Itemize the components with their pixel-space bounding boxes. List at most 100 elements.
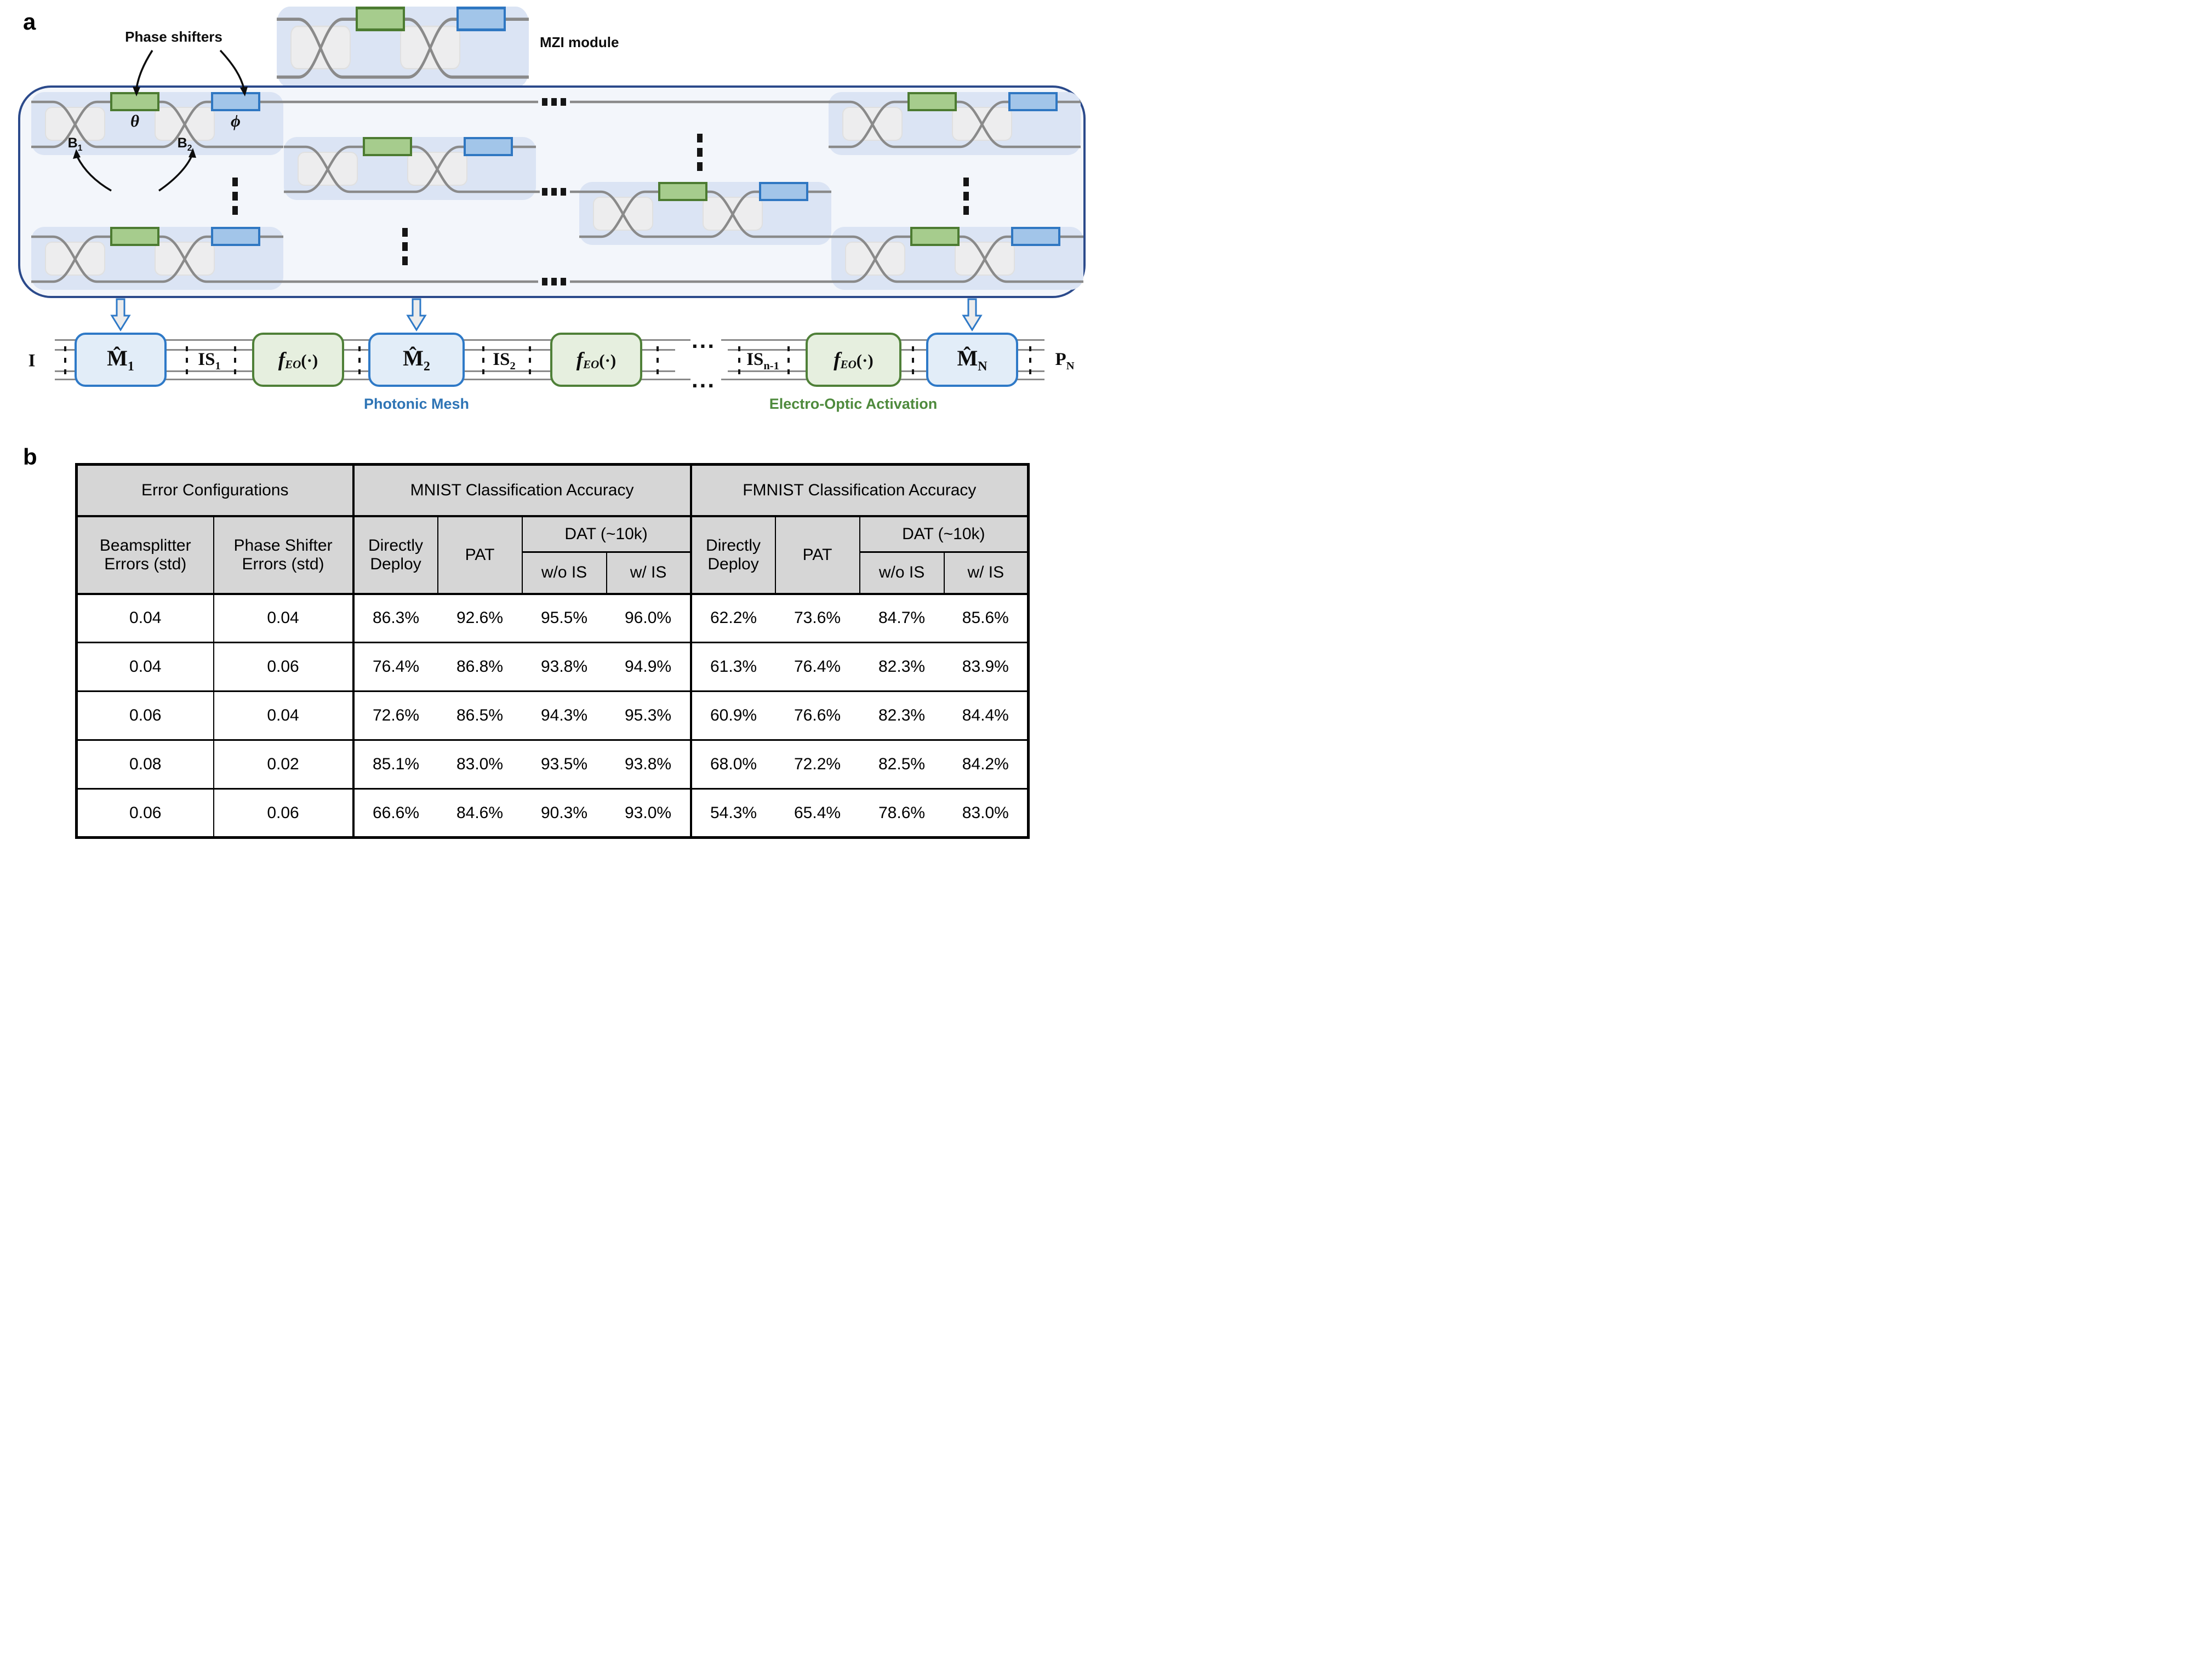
is2-label: IS2 — [493, 350, 516, 372]
flow-dashes — [186, 346, 188, 375]
table-row: 0.06 0.04 72.6% 86.5% 94.3% 95.3% 60.9% … — [76, 691, 1029, 741]
table-cell: 72.2% — [775, 740, 860, 790]
table-cell: 83.9% — [944, 642, 1029, 692]
table-cell: 96.0% — [606, 593, 692, 643]
table-cell: 0.06 — [76, 691, 214, 741]
table-cell: 93.5% — [522, 740, 607, 790]
table-cell: 73.6% — [775, 593, 860, 643]
table-cell: 82.5% — [859, 740, 944, 790]
table-cell: 0.02 — [213, 740, 355, 790]
table-cell: 94.9% — [606, 642, 692, 692]
table-cell: 0.04 — [76, 642, 214, 692]
table-row: 0.04 0.04 86.3% 92.6% 95.5% 96.0% 62.2% … — [76, 593, 1029, 643]
table-cell: 84.7% — [859, 593, 944, 643]
th-w-is-mnist: w/ IS — [606, 552, 692, 595]
table-cell: 84.6% — [437, 788, 522, 838]
table-cell: 84.4% — [944, 691, 1029, 741]
table-cell: 83.0% — [944, 788, 1029, 838]
phase-shifters-label: Phase shifters — [125, 28, 222, 45]
down-arrow-icon-1 — [110, 298, 131, 332]
th-w-is-fmnist: w/ IS — [944, 552, 1029, 595]
photonic-mesh-svg — [20, 88, 1083, 296]
mzi-instance-mid-left — [284, 137, 536, 200]
th-pat-mnist: PAT — [437, 516, 523, 595]
table-cell: 54.3% — [690, 788, 775, 838]
th-mnist-accuracy: MNIST Classification Accuracy — [353, 464, 692, 517]
th-pat-fmnist: PAT — [775, 516, 860, 595]
b2-label: B2 — [177, 135, 192, 153]
th-dat-mnist: DAT (~10k) — [522, 516, 692, 553]
flow-dashes — [787, 346, 790, 375]
th-dat-fmnist: DAT (~10k) — [859, 516, 1029, 553]
flow-dashes — [657, 346, 659, 375]
table-cell: 76.6% — [775, 691, 860, 741]
table-row: 0.04 0.06 76.4% 86.8% 93.8% 94.9% 61.3% … — [76, 642, 1029, 692]
flow-wire-2a — [55, 349, 675, 351]
table-cell: 72.6% — [353, 691, 438, 741]
table-cell: 85.1% — [353, 740, 438, 790]
th-wo-is-mnist: w/o IS — [522, 552, 607, 595]
panel-b-label: b — [23, 444, 37, 470]
mesh-box-m1: M̂1 — [75, 333, 167, 387]
table-cell: 66.6% — [353, 788, 438, 838]
activation-box-n: fEO(·) — [806, 333, 901, 387]
electro-optic-activation-label: Electro-Optic Activation — [769, 396, 938, 412]
table-cell: 76.4% — [353, 642, 438, 692]
flow-wire-3a — [55, 370, 675, 372]
activation-box-1: fEO(·) — [252, 333, 344, 387]
th-beamsplitter-errors: Beamsplitter Errors (std) — [76, 516, 214, 595]
mzi-instance-top-right — [829, 92, 1081, 155]
table-cell: 68.0% — [690, 740, 775, 790]
table-cell: 0.08 — [76, 740, 214, 790]
table-cell: 0.04 — [76, 593, 214, 643]
phi-label: ϕ — [231, 111, 241, 130]
mesh-to-flow-arrows — [110, 298, 983, 332]
standalone-mzi-module — [277, 7, 529, 88]
mzi-instance-mid-right — [579, 182, 831, 245]
input-label: I — [28, 351, 36, 371]
flow-dashes — [482, 346, 484, 375]
mzi-instance-bottom-left — [31, 227, 283, 290]
table-cell: 94.3% — [522, 691, 607, 741]
table-cell: 82.3% — [859, 691, 944, 741]
mzi-module-label: MZI module — [540, 34, 619, 50]
down-arrow-icon-3 — [962, 298, 983, 332]
table-cell: 76.4% — [775, 642, 860, 692]
table-cell: 0.06 — [213, 642, 355, 692]
table-cell: 93.8% — [606, 740, 692, 790]
isn-1-label: ISn-1 — [746, 350, 779, 372]
mzi-instance-bottom-right — [831, 227, 1083, 290]
mesh-ellipsis-vertical-icon — [232, 134, 969, 265]
table-cell: 0.04 — [213, 593, 355, 643]
flow-dashes — [234, 346, 236, 375]
pn-label: PN — [1055, 350, 1075, 372]
table-cell: 78.6% — [859, 788, 944, 838]
table-cell: 86.8% — [437, 642, 522, 692]
flow-dashes — [912, 346, 914, 375]
photonic-mesh-container — [18, 85, 1086, 298]
table-cell: 92.6% — [437, 593, 522, 643]
flow-dashes — [1029, 346, 1031, 375]
table-cell: 86.3% — [353, 593, 438, 643]
table-cell: 62.2% — [690, 593, 775, 643]
table-cell: 0.06 — [213, 788, 355, 838]
th-wo-is-fmnist: w/o IS — [859, 552, 945, 595]
results-table: Error Configurations MNIST Classificatio… — [75, 463, 1030, 839]
photonic-mesh-label: Photonic Mesh — [363, 396, 470, 412]
flow-dashes — [529, 346, 531, 375]
th-fmnist-accuracy: FMNIST Classification Accuracy — [690, 464, 1029, 517]
mesh-connecting-wires — [283, 100, 831, 283]
table-cell: 82.3% — [859, 642, 944, 692]
flow-dashes — [358, 346, 361, 375]
table-cell: 60.9% — [690, 691, 775, 741]
mesh-box-m2: M̂2 — [368, 333, 465, 387]
is1-label: IS1 — [198, 350, 221, 372]
figure-page: a MZI module Phase shifters Beamsplitter… — [0, 0, 1096, 840]
down-arrow-icon-2 — [406, 298, 427, 332]
panel-a-label: a — [23, 9, 36, 35]
table-cell: 83.0% — [437, 740, 522, 790]
activation-box-2: fEO(·) — [550, 333, 642, 387]
mesh-box-mn: M̂N — [926, 333, 1018, 387]
table-cell: 61.3% — [690, 642, 775, 692]
th-phase-shifter-errors: Phase Shifter Errors (std) — [213, 516, 355, 595]
